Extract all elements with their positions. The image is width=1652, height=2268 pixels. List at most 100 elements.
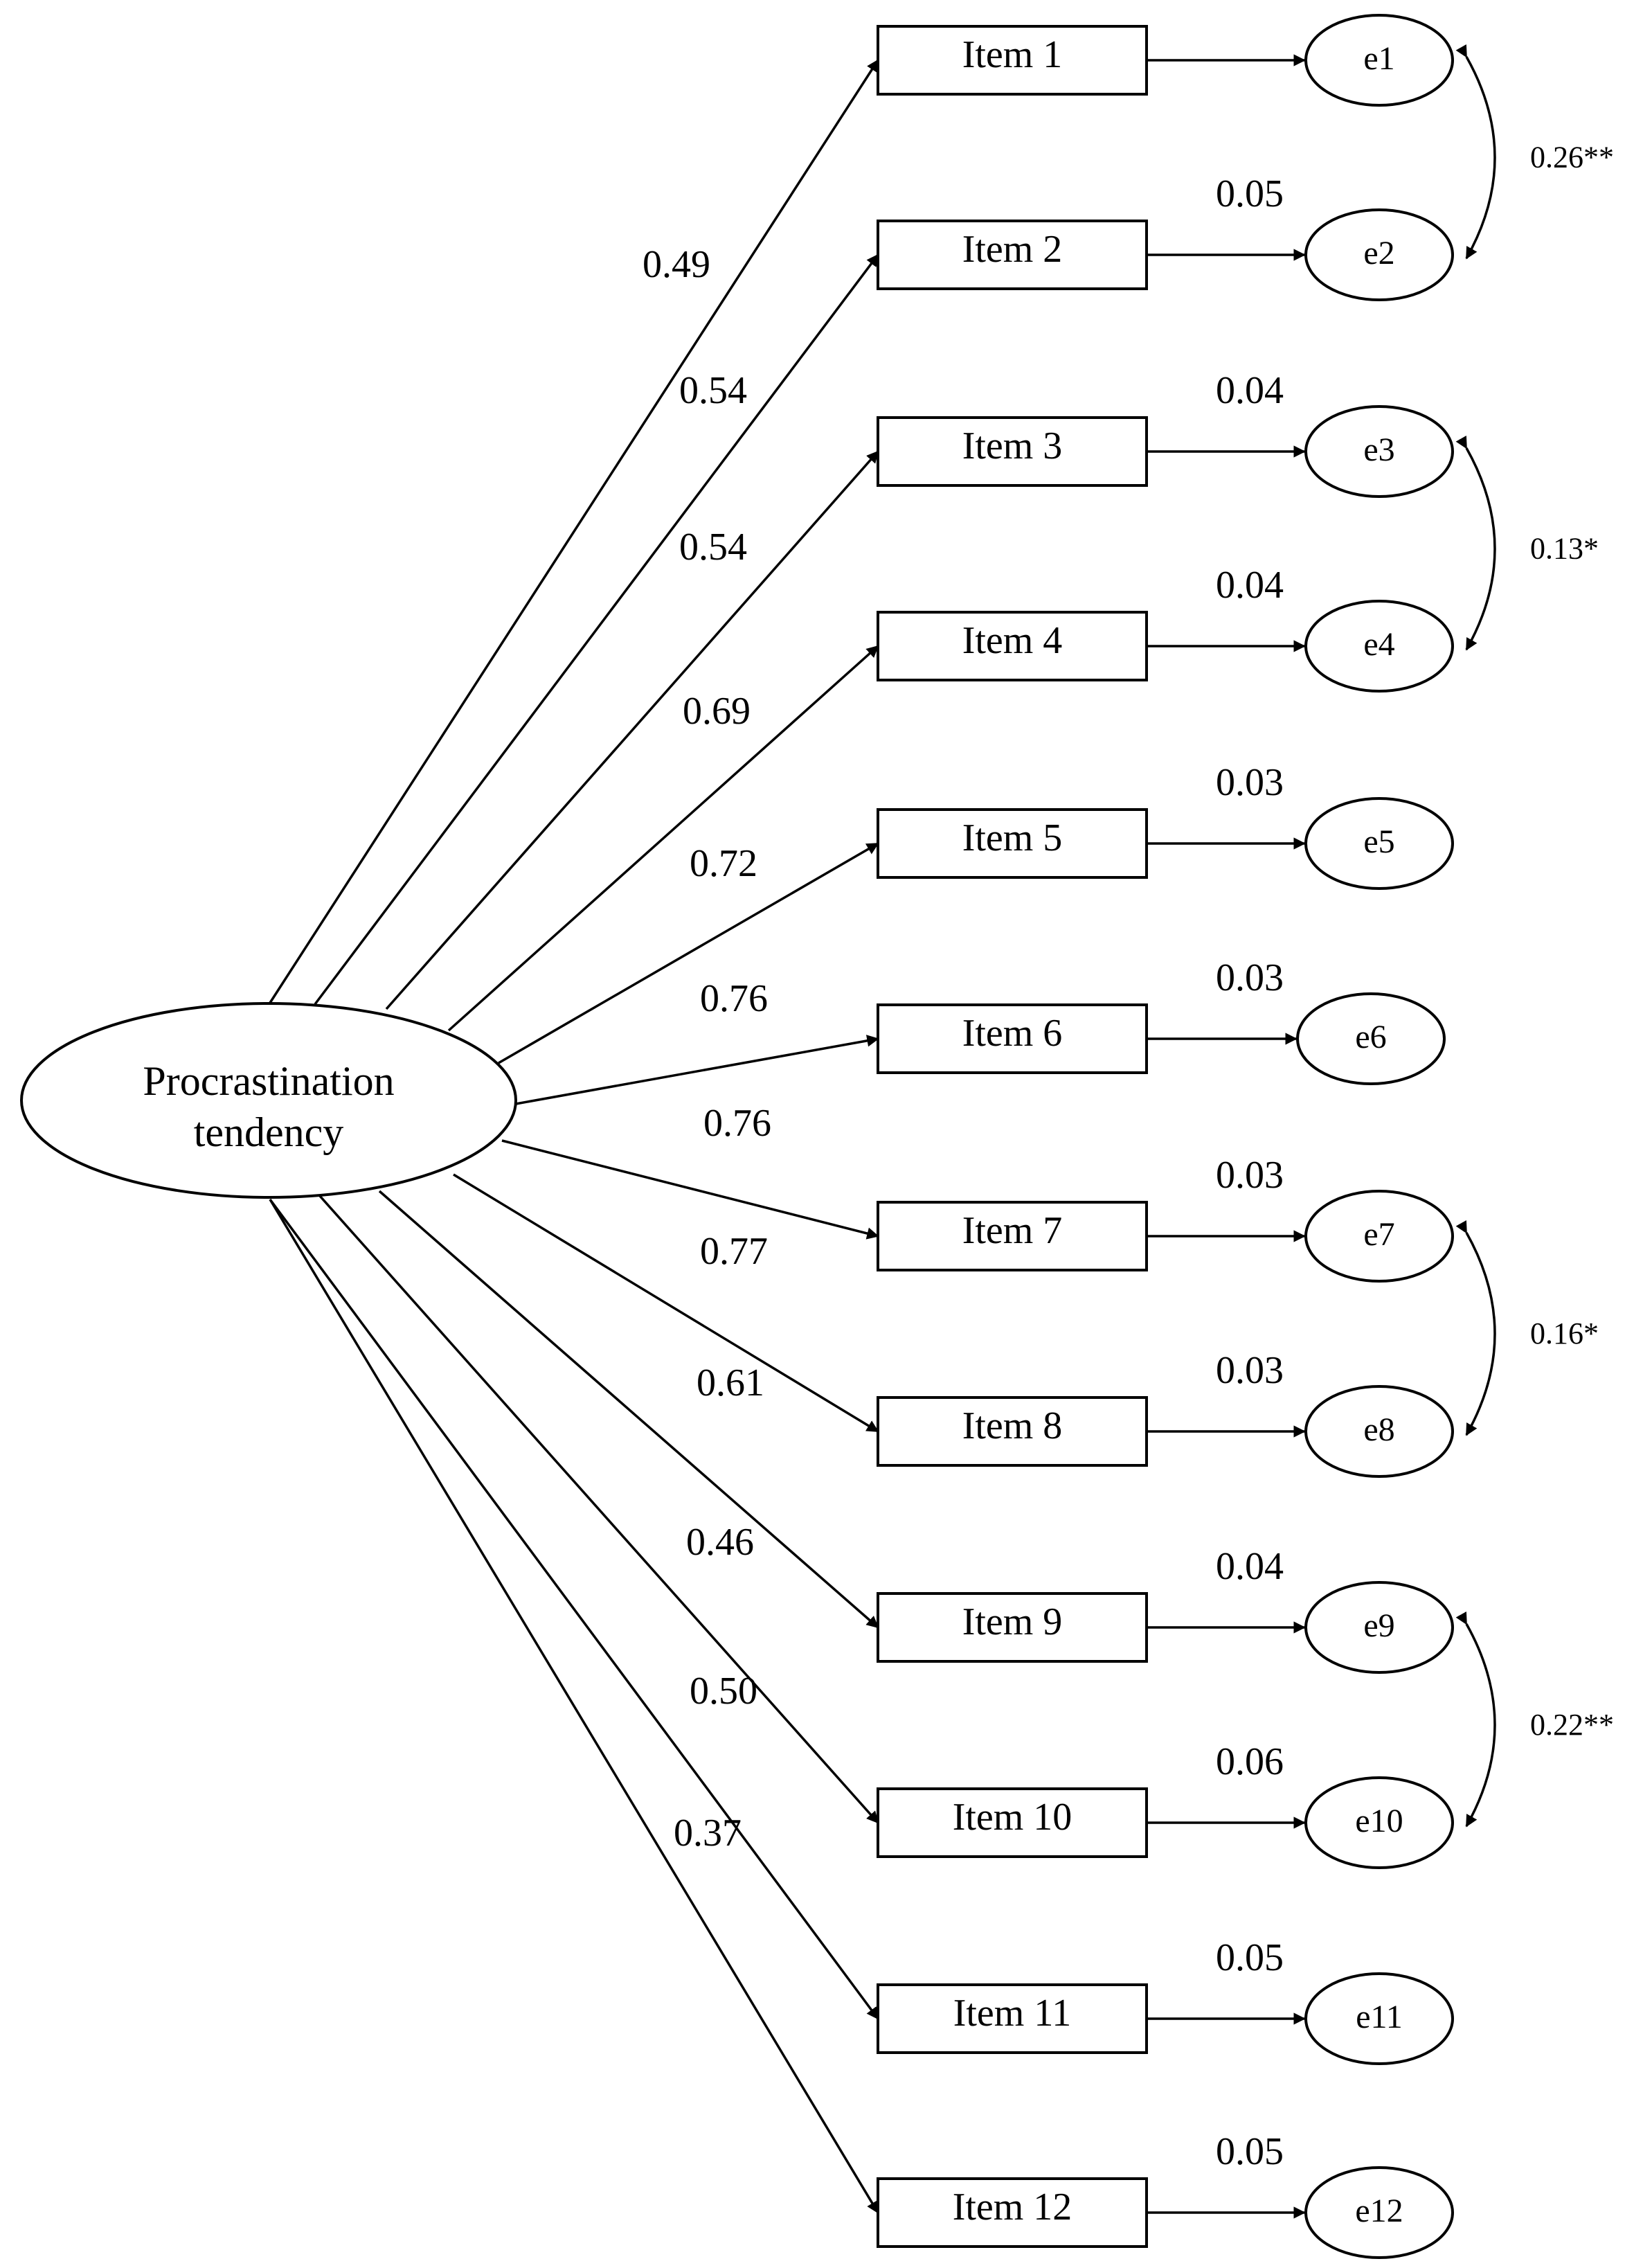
loading-path — [498, 842, 879, 1064]
indicator-box — [877, 2177, 1148, 2248]
loading-path — [378, 1190, 879, 1629]
indicator-label: Item 12 — [953, 2186, 1072, 2229]
covariance-layer — [1455, 44, 1496, 1828]
indicator-label: Item 3 — [962, 425, 1063, 467]
covariance-arc — [1455, 435, 1496, 651]
indicator-box — [877, 1592, 1148, 1663]
error-label: e7 — [1363, 1216, 1394, 1253]
loading-label: 0.76 — [700, 977, 768, 1020]
loading-path — [515, 1035, 879, 1105]
error-value-label: 0.05 — [1216, 172, 1284, 215]
indicator-label: Item 9 — [962, 1600, 1063, 1643]
error-label: e2 — [1363, 235, 1394, 271]
loading-label: 0.61 — [697, 1361, 764, 1404]
error-term — [1304, 1776, 1454, 1869]
error-term — [1304, 600, 1454, 693]
error-term — [1304, 1190, 1454, 1283]
error-value-label: 0.04 — [1216, 1545, 1284, 1588]
error-label: e9 — [1363, 1607, 1394, 1644]
covariance-label: 0.22** — [1530, 1708, 1614, 1742]
error-label: e5 — [1363, 823, 1394, 860]
error-term — [1304, 2166, 1454, 2259]
error-term — [1304, 1972, 1454, 2065]
error-term — [1304, 405, 1454, 498]
loading-label: 0.77 — [700, 1230, 768, 1273]
indicator-label: Item 4 — [962, 619, 1063, 662]
error-label: e11 — [1356, 1999, 1403, 2035]
loading-label: 0.72 — [690, 842, 757, 885]
error-value-label: 0.04 — [1216, 564, 1284, 607]
indicator-box — [877, 611, 1148, 681]
latent-ellipse — [20, 1002, 517, 1199]
indicator-label: Item 10 — [953, 1796, 1072, 1839]
latent-label-line1: Procrastination — [143, 1058, 394, 1104]
indicator-label: Item 1 — [962, 33, 1063, 76]
loading-label: 0.54 — [679, 526, 747, 569]
loading-label: 0.37 — [674, 1812, 742, 1855]
loading-label: 0.69 — [683, 690, 751, 733]
error-term — [1304, 797, 1454, 890]
indicator-box — [877, 1983, 1148, 2054]
loading-label: 0.76 — [703, 1102, 771, 1145]
indicator-box — [877, 220, 1148, 290]
latent-label-line2: tendency — [194, 1109, 344, 1155]
error-label: e12 — [1355, 2193, 1403, 2229]
error-value-label: 0.03 — [1216, 1349, 1284, 1392]
edges-layer — [269, 54, 1306, 2219]
loading-label: 0.54 — [679, 369, 747, 412]
error-term — [1304, 14, 1454, 107]
indicator-box — [877, 808, 1148, 879]
indicator-label: Item 2 — [962, 228, 1063, 271]
indicator-label: Item 5 — [962, 816, 1063, 859]
indicator-label: Item 6 — [962, 1012, 1063, 1055]
error-label: e10 — [1355, 1803, 1403, 1839]
loading-path — [269, 59, 879, 1003]
loading-path — [501, 1139, 879, 1240]
error-value-label: 0.03 — [1216, 956, 1284, 999]
error-value-label: 0.04 — [1216, 369, 1284, 412]
covariance-arc — [1455, 1220, 1496, 1436]
error-value-label: 0.05 — [1216, 1936, 1284, 1979]
error-value-label: 0.03 — [1216, 1154, 1284, 1197]
covariance-arc — [1455, 1611, 1496, 1828]
loading-label: 0.50 — [690, 1670, 757, 1713]
loading-path — [385, 450, 879, 1010]
error-term — [1304, 208, 1454, 301]
error-term — [1304, 1385, 1454, 1478]
loading-path — [447, 645, 879, 1032]
error-term — [1304, 1581, 1454, 1674]
loading-path — [453, 1173, 879, 1433]
indicator-box — [877, 25, 1148, 96]
indicator-label: Item 8 — [962, 1404, 1063, 1447]
indicator-box — [877, 1201, 1148, 1271]
indicator-box — [877, 1787, 1148, 1858]
covariance-arc — [1455, 44, 1496, 260]
error-term — [1296, 992, 1446, 1085]
loading-path — [269, 1198, 879, 2020]
loading-label: 0.46 — [686, 1521, 754, 1564]
covariance-label: 0.26** — [1530, 141, 1614, 175]
loading-path — [269, 1199, 879, 2214]
loading-label: 0.49 — [643, 243, 710, 286]
indicator-box — [877, 416, 1148, 487]
error-label: e4 — [1363, 626, 1394, 663]
indicator-label: Item 11 — [953, 1992, 1072, 2035]
error-value-label: 0.06 — [1216, 1740, 1284, 1783]
error-value-label: 0.03 — [1216, 761, 1284, 804]
error-value-label: 0.05 — [1216, 2130, 1284, 2173]
covariance-label: 0.13* — [1530, 532, 1599, 566]
error-label: e1 — [1363, 40, 1394, 77]
covariance-label: 0.16* — [1530, 1316, 1599, 1350]
indicator-box — [877, 1003, 1148, 1074]
loading-path — [318, 1195, 879, 1824]
error-label: e6 — [1355, 1019, 1386, 1055]
loading-path — [314, 253, 879, 1006]
labels-layer: 0.49 0.05 0.54 0.04 0.54 0.04 0.69 0.03 0.72 0.03… — [643, 141, 1614, 2174]
latent-factor: Procrastination tendency — [20, 1002, 517, 1199]
indicator-label: Item 7 — [962, 1209, 1063, 1252]
indicator-box — [877, 1396, 1148, 1467]
error-label: e8 — [1363, 1411, 1394, 1448]
error-label: e3 — [1363, 431, 1394, 468]
